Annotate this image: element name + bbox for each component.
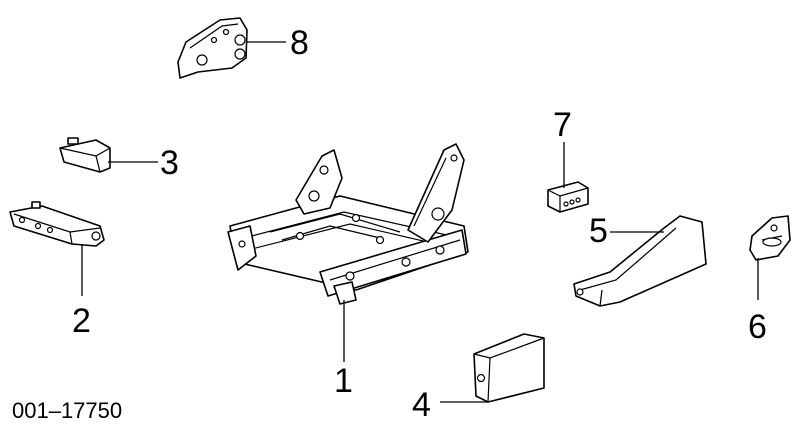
- callout-5: 5: [589, 212, 608, 250]
- callout-4: 4: [412, 386, 431, 424]
- part-6-trim-cover: [749, 215, 791, 261]
- part-1-seat-adjuster: [227, 143, 469, 305]
- callout-7: 7: [553, 106, 572, 144]
- callout-2: 2: [72, 302, 91, 340]
- part-2-track-cover: [9, 201, 105, 247]
- part-7-switch: [547, 181, 589, 213]
- callout-3: 3: [160, 144, 179, 182]
- callout-6: 6: [748, 308, 767, 346]
- part-3-cap: [59, 137, 111, 173]
- reference-code: 001–17750: [12, 398, 122, 423]
- part-8-bracket: [177, 17, 248, 79]
- part-4-module: [473, 333, 545, 403]
- callout-8: 8: [290, 24, 309, 62]
- callout-1: 1: [334, 362, 353, 400]
- part-5-side-shield: [573, 215, 707, 307]
